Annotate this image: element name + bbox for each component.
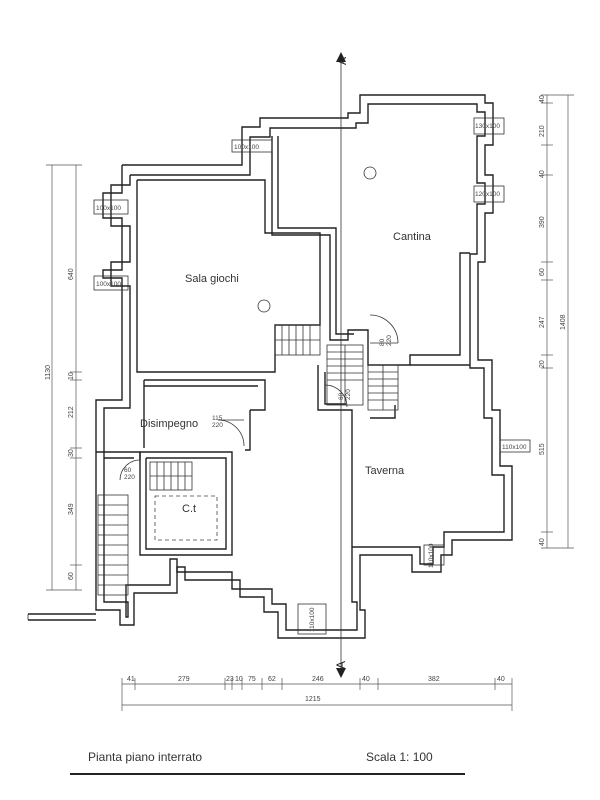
dim-bottom-part: 40: [497, 676, 505, 683]
window-label: 100x100: [96, 205, 121, 212]
dimension-left: [46, 164, 82, 591]
room-label-disimpegno: Disimpegno: [140, 418, 198, 430]
drain-sala: [257, 299, 271, 313]
entry-landing: [27, 613, 96, 621]
dim-left-total: 1130: [45, 365, 52, 380]
window-label: 130x100: [475, 123, 500, 130]
drain-cantina: [363, 166, 377, 180]
dim-right-part: 40: [539, 170, 546, 178]
dim-left-part: 10: [68, 372, 75, 380]
window-label: 100x100: [96, 281, 121, 288]
room-label-sala-giochi: Sala giochi: [185, 273, 239, 285]
section-mark-bottom: A: [334, 661, 348, 669]
dim-right-part: 210: [539, 125, 546, 137]
dim-right-part: 247: [539, 316, 546, 328]
dim-left-part: 60: [68, 572, 75, 580]
boiler-outline: [154, 495, 218, 541]
dim-bottom-part: 382: [428, 676, 440, 683]
dim-right-part: 40: [539, 95, 546, 103]
windows: [93, 117, 531, 635]
room-label-ct: C.t: [182, 503, 196, 515]
door-label: 220: [124, 474, 135, 481]
dim-right-part: 60: [539, 268, 546, 276]
dim-left-part: 349: [68, 503, 75, 515]
window-label: 110x100: [502, 444, 527, 451]
window-label: 110x100: [309, 607, 316, 632]
dim-right-part: 40: [539, 538, 546, 546]
stairs-entry: [97, 494, 129, 596]
dim-left-part: 640: [68, 268, 75, 280]
dim-bottom-part: 10: [235, 676, 243, 683]
dim-left-part: 212: [68, 406, 75, 418]
section-mark-top: A: [335, 57, 349, 65]
footer-rule: [70, 773, 465, 775]
dim-right-part: 20: [539, 360, 546, 368]
room-label-cantina: Cantina: [393, 231, 432, 243]
stairs-ct: [149, 461, 193, 491]
door-label: 220: [345, 389, 352, 400]
dim-bottom-part: 40: [362, 676, 370, 683]
dim-left-part: 30: [68, 449, 75, 457]
section-line: [336, 52, 346, 678]
plan-title: Pianta piano interrato: [88, 750, 203, 764]
door-label: 220: [212, 422, 223, 429]
stairs-sala: [274, 324, 321, 356]
dim-bottom-part: 75: [248, 676, 256, 683]
dimension-right: [541, 94, 574, 549]
outer-walls: [95, 94, 513, 639]
dim-bottom-total: 1215: [305, 696, 321, 703]
dim-bottom-part: 23: [226, 676, 234, 683]
dim-bottom-part: 279: [178, 676, 190, 683]
dimension-bottom: [121, 678, 513, 711]
dim-right-total: 1408: [560, 314, 567, 330]
window-label: 120x100: [475, 191, 500, 198]
window-label: 100x100: [234, 144, 259, 151]
interior-walls: [96, 136, 470, 556]
dim-bottom-part: 41: [127, 676, 135, 683]
door-label: 80: [379, 338, 386, 346]
door-swings: [119, 314, 399, 481]
door-label: 115: [212, 415, 223, 422]
dim-bottom-part: 62: [268, 676, 276, 683]
dim-right-part: 515: [539, 443, 546, 455]
dim-right-part: 390: [539, 216, 546, 228]
plan-scale: Scala 1: 100: [366, 750, 433, 764]
stairs-cantina: [367, 364, 399, 411]
door-label: 60: [338, 392, 345, 400]
door-label: 60: [124, 467, 132, 474]
dim-bottom-part: 246: [312, 676, 324, 683]
room-label-taverna: Taverna: [365, 465, 405, 477]
door-label: 220: [386, 335, 393, 346]
window-label: 110x100: [428, 543, 435, 568]
stairs-central: [326, 344, 364, 406]
